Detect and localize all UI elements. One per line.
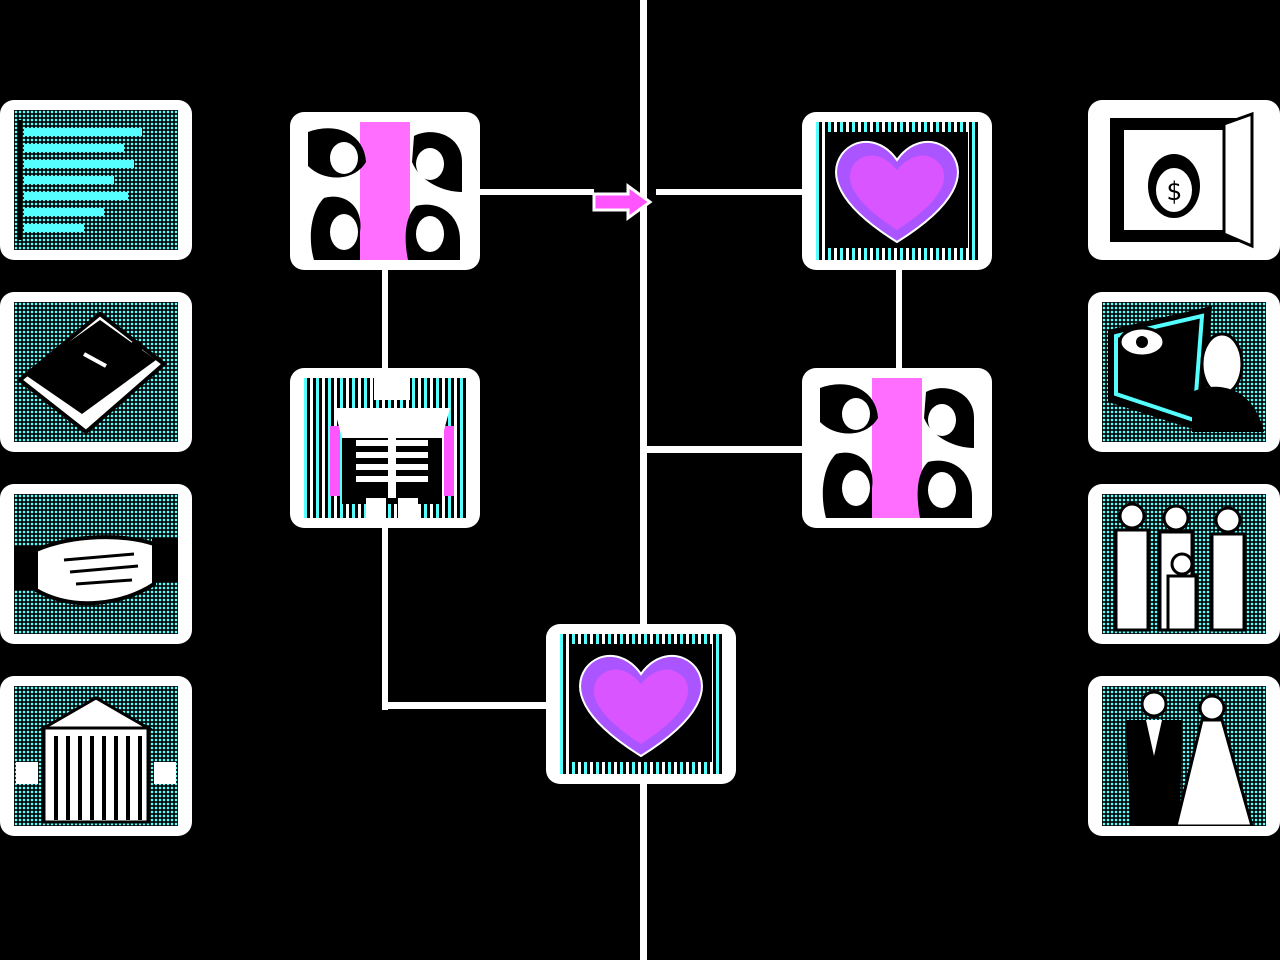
connector-couple-left-to-skeleton	[382, 266, 388, 372]
connector-couple-left-to-center	[478, 189, 594, 195]
connector-skeleton-down	[382, 524, 388, 710]
svg-text:$: $	[1166, 177, 1182, 207]
bank-building-icon	[16, 696, 176, 824]
tree-node-skeleton[interactable]	[290, 368, 480, 528]
heart-icon	[570, 644, 712, 762]
connector-skeleton-to-heart-bottom	[382, 702, 550, 709]
connector-heart-right-to-couple-right	[896, 266, 902, 372]
center-divider-line	[640, 0, 647, 960]
magenta-arrow-icon	[592, 183, 653, 221]
bank-card[interactable]	[0, 676, 192, 836]
kissing-couple-icon	[308, 122, 462, 260]
handshake-card[interactable]	[0, 484, 192, 644]
tree-node-heart-right[interactable]	[802, 112, 992, 270]
education-card[interactable]	[0, 292, 192, 452]
family-card[interactable]	[1088, 484, 1280, 644]
tree-node-couple-right[interactable]	[802, 368, 992, 528]
eye-spy-icon	[1108, 306, 1264, 432]
detective-card[interactable]	[1088, 292, 1280, 452]
connector-center-to-couple-right	[646, 446, 806, 453]
kissing-couple-icon	[820, 378, 974, 518]
ledger-icon	[18, 120, 142, 240]
marriage-card[interactable]	[1088, 676, 1280, 836]
tree-node-couple-left[interactable]	[290, 112, 480, 270]
wealth-card[interactable]: $	[1088, 100, 1280, 260]
tree-node-heart-bottom[interactable]	[546, 624, 736, 784]
graduation-cap-icon	[16, 311, 168, 435]
money-safe-icon: $	[1110, 111, 1254, 249]
family-portrait-icon	[1114, 502, 1246, 632]
ledger-card[interactable]	[0, 100, 192, 260]
skeleton-icon	[330, 378, 454, 518]
handshake-icon	[14, 535, 178, 606]
wedding-couple-icon	[1126, 690, 1254, 826]
connector-center-to-heart-right	[656, 189, 806, 195]
heart-icon	[826, 132, 968, 248]
